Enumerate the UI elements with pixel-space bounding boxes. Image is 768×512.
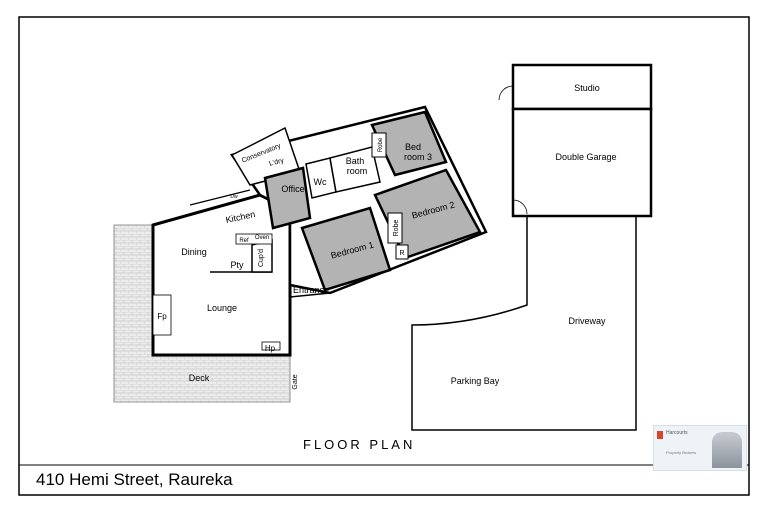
label-wc: Wc [314,177,327,187]
label-gate: Gate [292,374,299,389]
label-parking-bay: Parking Bay [451,376,500,386]
agent-photo [712,432,742,468]
label-deck: Deck [189,373,210,383]
garage-door-swing [512,199,528,215]
label-office: Office [281,184,304,194]
robe-2 [387,212,403,244]
label-bedroom-3-a: Bed [405,142,421,152]
label-dw: Dw [230,194,238,200]
label-r: R [399,250,404,257]
label-bathroom-1: Bath [346,156,365,166]
label-bedroom-3-b: room 3 [404,152,432,162]
agent-logo-line2: Property Brokers [666,450,697,455]
studio-door-swing [498,85,514,101]
label-lounge: Lounge [207,303,237,313]
bedroom-1-room [300,206,392,292]
label-hp: Hp [265,344,276,353]
agent-logo-line1: Harcourts [666,430,688,436]
label-entrance: Entrance [293,285,329,295]
label-robe-2: Robe [393,220,400,237]
property-address: 410 Hemi Street, Raureka [36,470,233,489]
label-driveway: Driveway [568,316,606,326]
agent-logo-icon [657,431,663,439]
label-bathroom-2: room [347,166,368,176]
fireplace [152,294,172,336]
entrance-wall [289,292,331,298]
living-wing-walls [151,193,292,357]
studio-room [511,63,653,111]
driveway-outline [411,216,637,431]
label-double-garage: Double Garage [555,152,616,162]
office-room [263,166,312,230]
page-border [18,16,750,496]
label-laundry: L'dry [268,157,285,168]
label-ref: Ref [239,238,249,244]
label-cupd: Cup'd [258,249,265,267]
robe-r [395,244,409,260]
label-fp: Fp [157,312,167,321]
floor-plan-title: FLOOR PLAN [303,437,416,452]
label-dining: Dining [181,247,207,257]
robe-1 [371,132,387,158]
label-studio: Studio [574,83,600,93]
label-pty: Pty [230,260,244,270]
bedroom-3-room [370,110,448,177]
label-oven: Oven [255,235,269,241]
kitchen-bench [189,189,251,206]
label-robe-1: Robe [378,137,384,152]
heat-pump [261,341,281,351]
bathroom-room [329,146,381,193]
double-garage-room [511,107,653,218]
agent-logo-card: Harcourts Property Brokers [653,425,747,471]
ref-oven-unit [235,233,273,245]
